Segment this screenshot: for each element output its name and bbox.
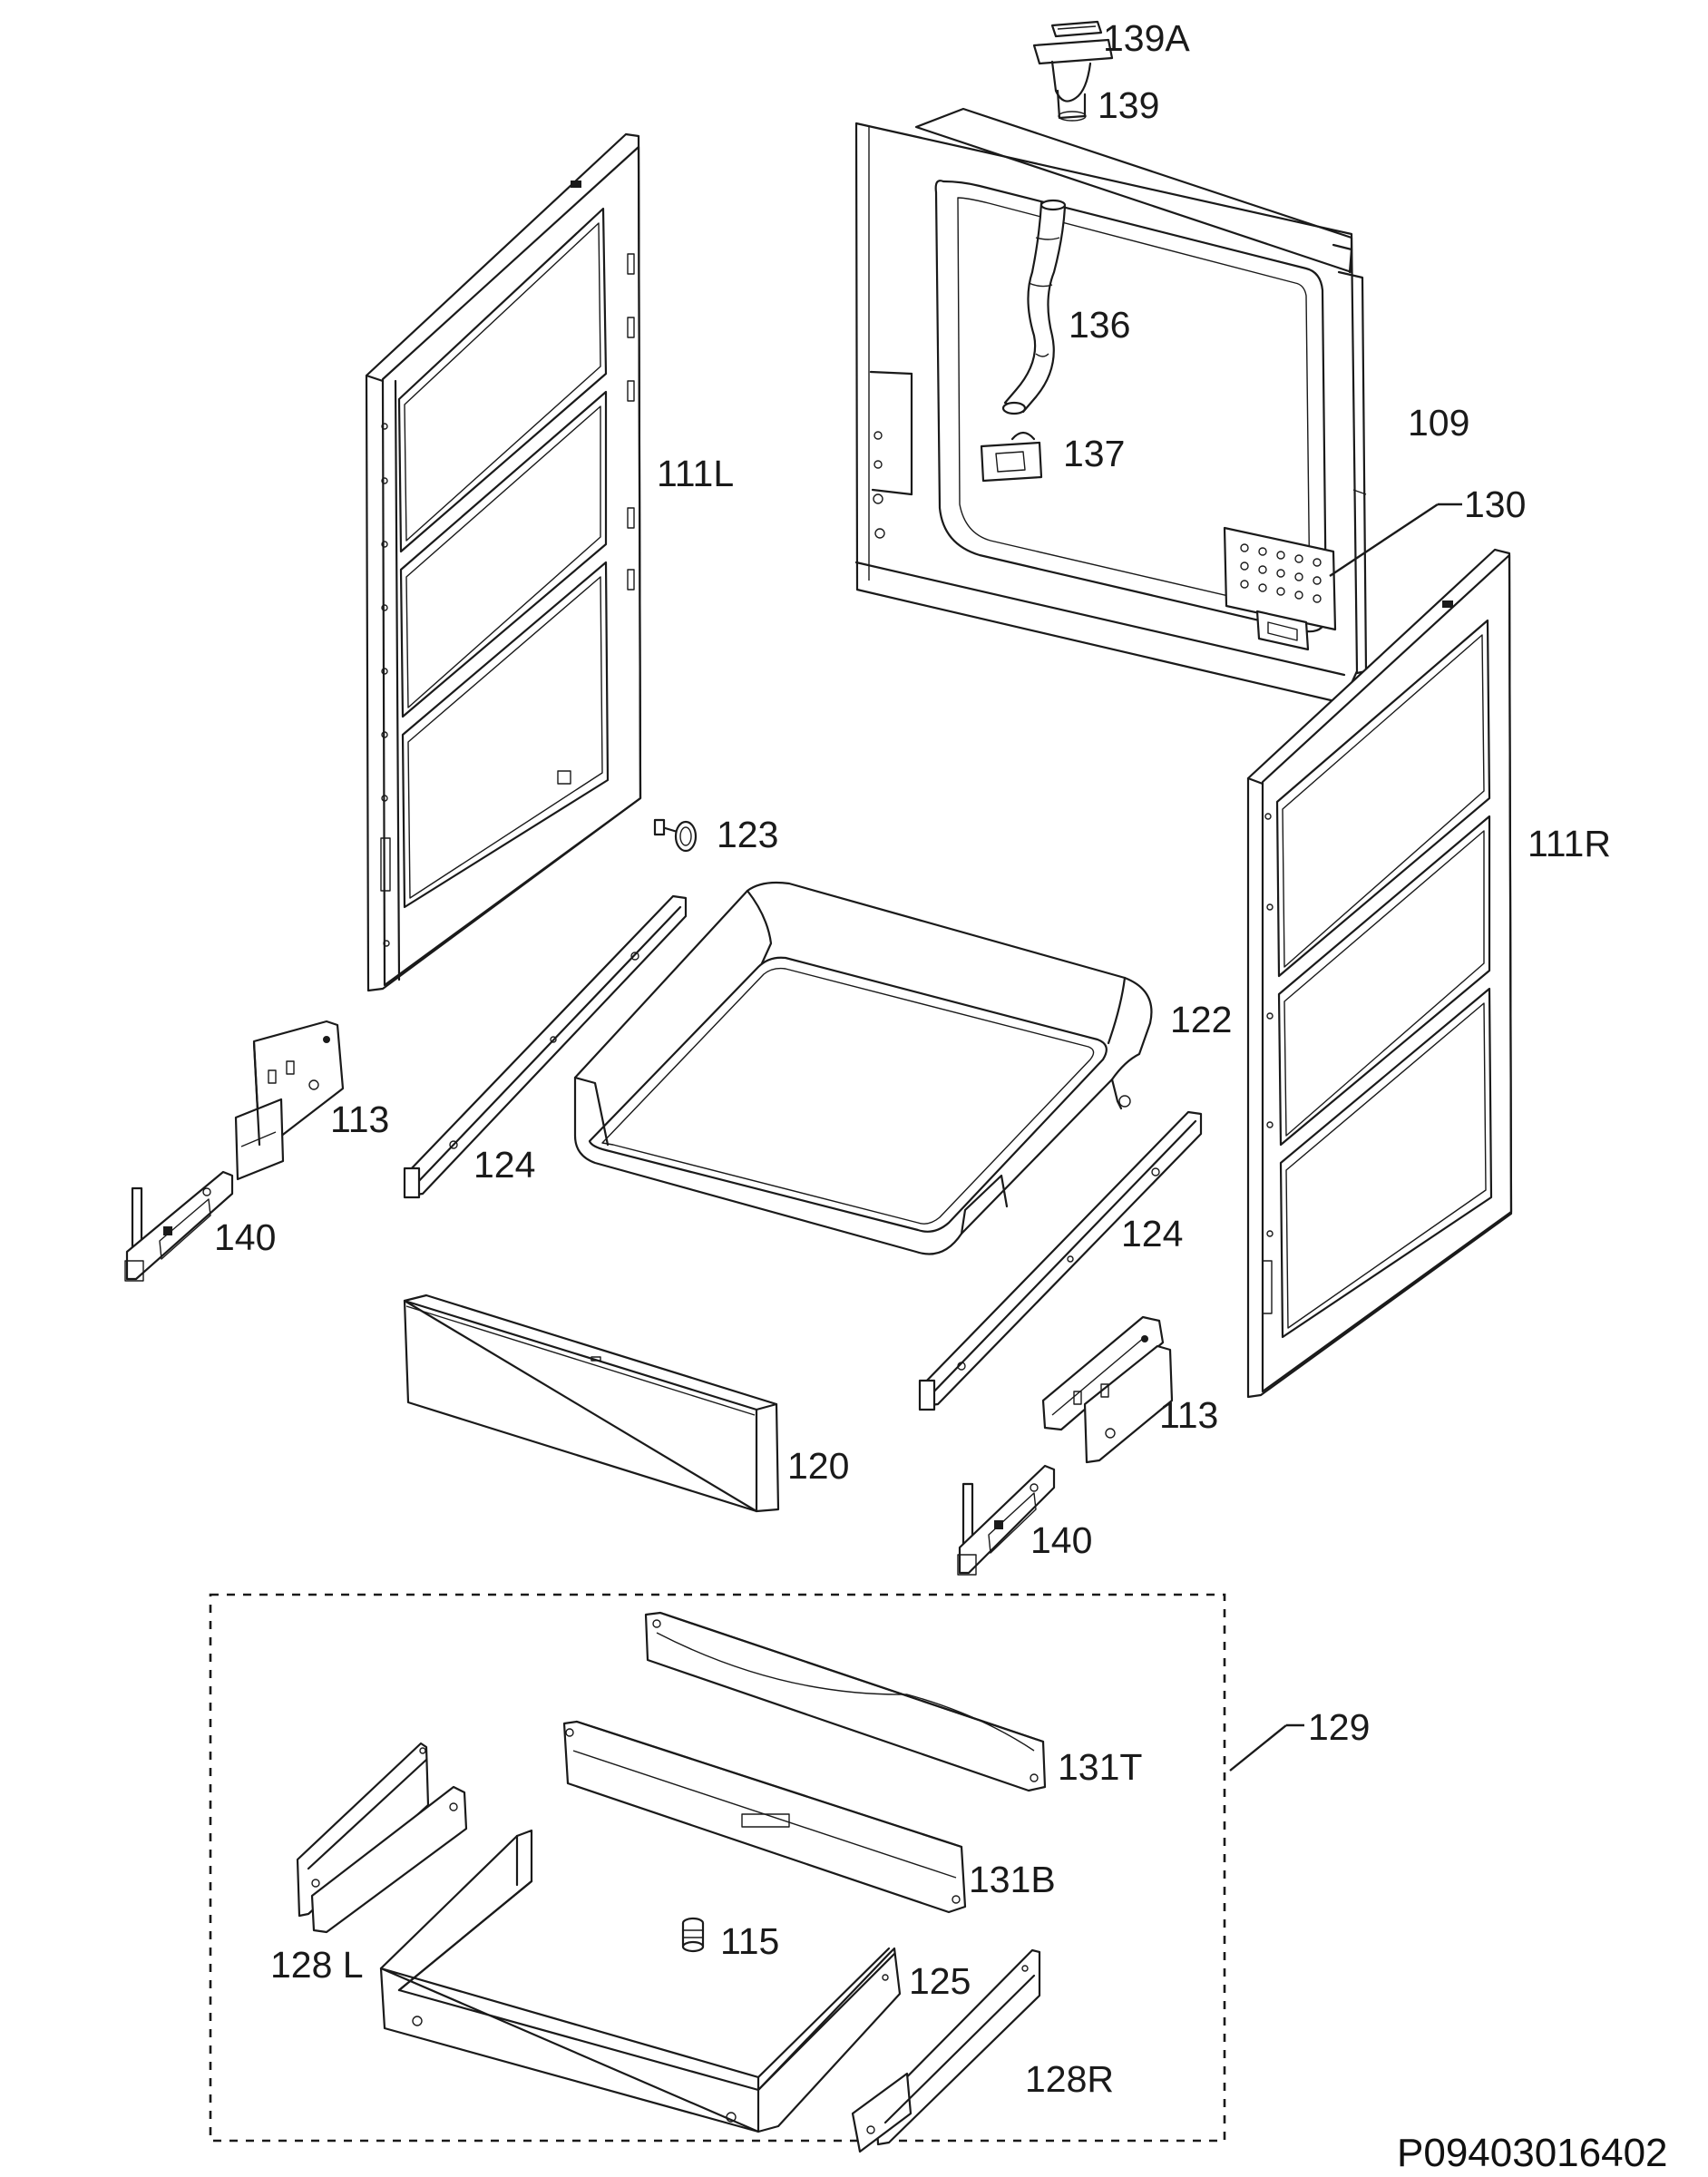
part-111L-left-side-panel [365,132,642,992]
label-124-left: 124 [473,1144,535,1186]
label-139A: 139A [1103,17,1190,59]
label-139: 139 [1098,84,1159,126]
part-130-perforations [1240,543,1322,603]
label-113-left: 113 [330,1098,389,1140]
part-123-knob [653,818,698,853]
label-129: 129 [1308,1706,1370,1748]
part-120-drawer-front [403,1294,780,1513]
part-115-foot [681,1917,705,1953]
leader-lines [1229,503,1462,1772]
part-122-drawer-tray [573,881,1153,1255]
label-115: 115 [720,1920,779,1962]
label-128R: 128R [1025,2058,1114,2100]
part-130-perforated-bracket [1223,526,1337,651]
part-125-plinth-frame [379,1829,902,2133]
part-128R-right-plinth-bracket [851,1948,1041,2153]
label-131T: 131T [1058,1746,1142,1788]
label-123: 123 [717,814,778,855]
part-124-left-runner [403,894,688,1199]
label-125: 125 [909,1960,971,2002]
label-111L: 111L [657,453,734,494]
label-140-right: 140 [1030,1519,1092,1561]
label-124-right: 124 [1121,1213,1183,1254]
label-140-left: 140 [214,1216,276,1258]
leader-129 [1229,1724,1287,1772]
part-140-left-hinge [124,1170,234,1282]
label-111R: 111R [1527,823,1611,864]
part-136-hose [1001,199,1067,415]
part-140-right-hinge [957,1464,1056,1576]
part-129-plinth-assembly-group [209,1593,1226,2143]
part-139-vent-collar [1032,38,1114,122]
part-124-right-runner [918,1110,1203,1411]
label-136: 136 [1069,304,1130,346]
part-128L-left-plinth-bracket [296,1742,468,1934]
label-137: 137 [1063,433,1125,474]
part-labels: 139A 139 136 137 109 130 111L 111R 123 1… [214,17,1611,2100]
drawing-code: P09403016402 [1397,2131,1668,2175]
label-131B: 131B [969,1859,1056,1900]
leader-130 [1329,503,1439,577]
part-111R-right-side-panel [1246,548,1513,1399]
part-113-left-hinge-bracket [234,1020,345,1181]
part-137-plate [980,431,1043,483]
part-139A-vent-clip [1050,20,1103,38]
part-131B-bottom-plinth-rail [562,1720,967,1914]
label-122: 122 [1170,999,1232,1040]
label-120: 120 [787,1445,849,1487]
part-131T-top-plinth-rail [644,1611,1047,1792]
label-109: 109 [1408,402,1469,444]
label-113-right: 113 [1159,1394,1218,1436]
label-130: 130 [1464,483,1526,525]
label-128L: 128 L [270,1944,364,1986]
part-113-right-hinge-bracket [1041,1315,1174,1464]
